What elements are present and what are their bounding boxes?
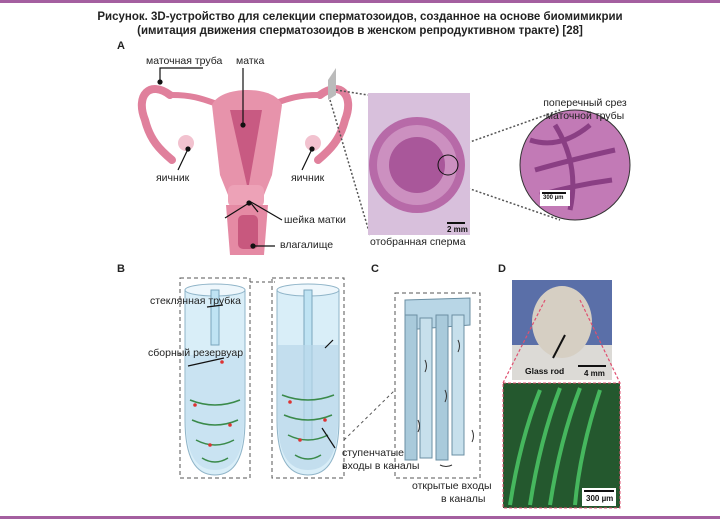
device-photo: [512, 280, 612, 380]
label-vagina: влагалище: [280, 239, 334, 251]
label-stepped-2: входы в каналы: [342, 460, 420, 472]
b-arrows: [187, 304, 336, 449]
ovary-left-shape: [178, 135, 194, 151]
panel-label-c: C: [371, 263, 379, 275]
scale-4mm: 4 mm: [584, 369, 605, 378]
leader-lines: [157, 67, 315, 249]
label-open-entries-1: открытые входы: [412, 480, 492, 492]
label-uterus: матка: [236, 55, 265, 67]
label-cervix: шейка матки: [284, 214, 346, 226]
figure-title-line2: (имитация движения сперматозоидов в женс…: [137, 25, 583, 37]
label-selected-sperm: отобранная сперма: [370, 236, 466, 248]
uterus-illustration: [137, 68, 353, 255]
fluorescence-image: [502, 382, 621, 509]
tube-right-illustration: [271, 277, 345, 479]
panel-label-b: B: [117, 263, 125, 275]
ovary-right-shape: [305, 135, 321, 151]
histology-section-image: [368, 93, 470, 235]
label-glass-tube: стеклянная трубка: [150, 295, 241, 307]
scale-2mm: 2 mm: [447, 225, 468, 234]
top-rule: [0, 0, 720, 3]
label-ovary-right: яичник: [291, 172, 325, 184]
label-ovary-left: яичник: [156, 172, 190, 184]
magnified-cross-section-image: [519, 109, 631, 221]
label-cross-section-2: маточной трубы: [545, 110, 625, 122]
d-zoom-lines: [502, 299, 621, 384]
label-glass-rod: Glass rod: [525, 366, 565, 376]
label-reservoir: сборный резервуар: [148, 347, 244, 359]
label-stepped-1: ступенчатые: [342, 447, 405, 459]
bottom-rule: [0, 516, 720, 519]
label-fallopian-tube: маточная труба: [146, 55, 223, 67]
tube-left-illustration: [179, 277, 251, 479]
channel-structure-illustration: [394, 292, 481, 479]
label-open-entries-2: в каналы: [441, 493, 486, 505]
panel-label-d: D: [498, 263, 506, 275]
figure-title-line1: Рисунок. 3D-устройство для селекции спер…: [97, 11, 623, 23]
panel-label-a: A: [117, 40, 125, 52]
connector-c: [343, 389, 396, 441]
zoom-connectors: [329, 89, 561, 236]
scale-300um-d: 300 µm: [586, 494, 614, 503]
label-cross-section-1: поперечный срез: [543, 97, 627, 109]
scale-300um-a: 300 µm: [543, 195, 564, 201]
